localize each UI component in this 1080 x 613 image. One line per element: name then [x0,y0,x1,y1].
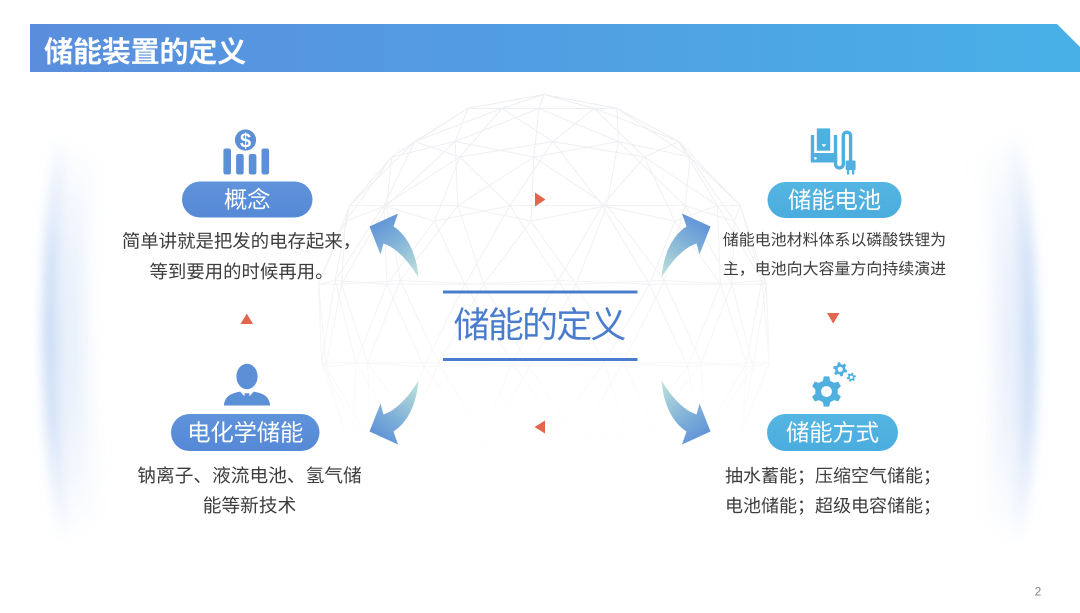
svg-text:2: 2 [1035,585,1042,599]
svg-text:$: $ [240,130,251,152]
